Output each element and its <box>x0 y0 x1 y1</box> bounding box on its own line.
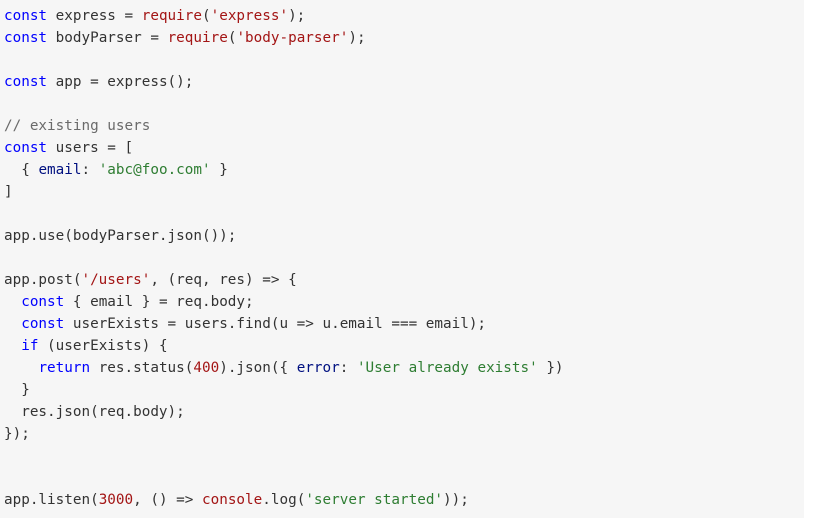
code-line <box>4 49 804 71</box>
code-token: error <box>296 360 340 376</box>
code-token: ).json({ <box>219 360 297 376</box>
code-token: app = express(); <box>47 74 194 90</box>
code-line: // existing users <box>4 115 804 137</box>
code-token: express = <box>47 8 142 24</box>
code-token: )); <box>443 492 469 508</box>
code-token: 'abc@foo.com' <box>98 162 211 178</box>
code-token: .log( <box>262 492 306 508</box>
code-token: if <box>21 338 39 354</box>
code-token: 'server started' <box>305 492 444 508</box>
code-token: const <box>4 8 48 24</box>
code-block: const express = require('express');const… <box>4 5 804 511</box>
code-line <box>4 467 804 489</box>
code-token <box>4 316 21 332</box>
code-token: { <box>4 162 39 178</box>
code-line: const users = [ <box>4 137 804 159</box>
code-token: res.json(req.body); <box>4 404 185 420</box>
code-token: users = [ <box>47 140 134 156</box>
code-token <box>4 294 21 310</box>
code-token: , () => <box>133 492 202 508</box>
code-token: , (req, res) => { <box>150 272 297 288</box>
code-token: userExists = users.find(u => u.email ===… <box>64 316 487 332</box>
code-token: const <box>21 294 65 310</box>
code-token: } <box>210 162 228 178</box>
code-token: const <box>4 74 48 90</box>
code-token: // existing users <box>4 118 151 134</box>
code-token: }); <box>4 426 30 442</box>
code-line: ] <box>4 181 804 203</box>
code-line: const { email } = req.body; <box>4 291 804 313</box>
code-token <box>4 360 38 376</box>
code-line: if (userExists) { <box>4 335 804 357</box>
code-token: ] <box>4 184 13 200</box>
code-token: bodyParser = <box>47 30 168 46</box>
code-token: ( <box>227 30 237 46</box>
code-line <box>4 445 804 467</box>
code-line: { email: 'abc@foo.com' } <box>4 159 804 181</box>
code-token: 400 <box>193 360 220 376</box>
code-token: { email } = req.body; <box>64 294 254 310</box>
code-token: 'body-parser' <box>236 30 349 46</box>
code-line: app.listen(3000, () => console.log('serv… <box>4 489 804 511</box>
code-line: const userExists = users.find(u => u.ema… <box>4 313 804 335</box>
code-line: const bodyParser = require('body-parser'… <box>4 27 804 49</box>
code-token <box>4 338 21 354</box>
code-line <box>4 247 804 269</box>
code-line: }); <box>4 423 804 445</box>
code-token: 'express' <box>210 8 289 24</box>
code-line: app.post('/users', (req, res) => { <box>4 269 804 291</box>
code-token: const <box>4 30 48 46</box>
code-line: return res.status(400).json({ error: 'Us… <box>4 357 804 379</box>
code-token: console <box>202 492 263 508</box>
code-line <box>4 203 804 225</box>
code-token: (userExists) { <box>38 338 168 354</box>
code-line: app.use(bodyParser.json()); <box>4 225 804 247</box>
code-content: const express = require('express');const… <box>4 5 804 511</box>
code-token: }) <box>537 360 564 376</box>
code-token: ); <box>348 30 366 46</box>
code-token: 3000 <box>98 492 134 508</box>
code-token: email <box>38 162 82 178</box>
code-line <box>4 93 804 115</box>
code-token: '/users' <box>81 272 151 288</box>
code-token: app.use(bodyParser.json()); <box>4 228 237 244</box>
code-line: } <box>4 379 804 401</box>
code-line: res.json(req.body); <box>4 401 804 423</box>
code-line: const app = express(); <box>4 71 804 93</box>
code-token: res.status( <box>90 360 194 376</box>
code-token: return <box>38 360 91 376</box>
code-token: ( <box>202 8 211 24</box>
code-token: require <box>167 30 228 46</box>
code-token: const <box>4 140 48 156</box>
code-token: : <box>81 162 99 178</box>
code-token: : <box>339 360 357 376</box>
code-token: ); <box>288 8 306 24</box>
code-token: 'User already exists' <box>356 360 538 376</box>
code-token: app.listen( <box>4 492 99 508</box>
code-token: } <box>4 382 30 398</box>
code-token: const <box>21 316 65 332</box>
code-token: require <box>141 8 202 24</box>
code-line: const express = require('express'); <box>4 5 804 27</box>
code-token: app.post( <box>4 272 82 288</box>
